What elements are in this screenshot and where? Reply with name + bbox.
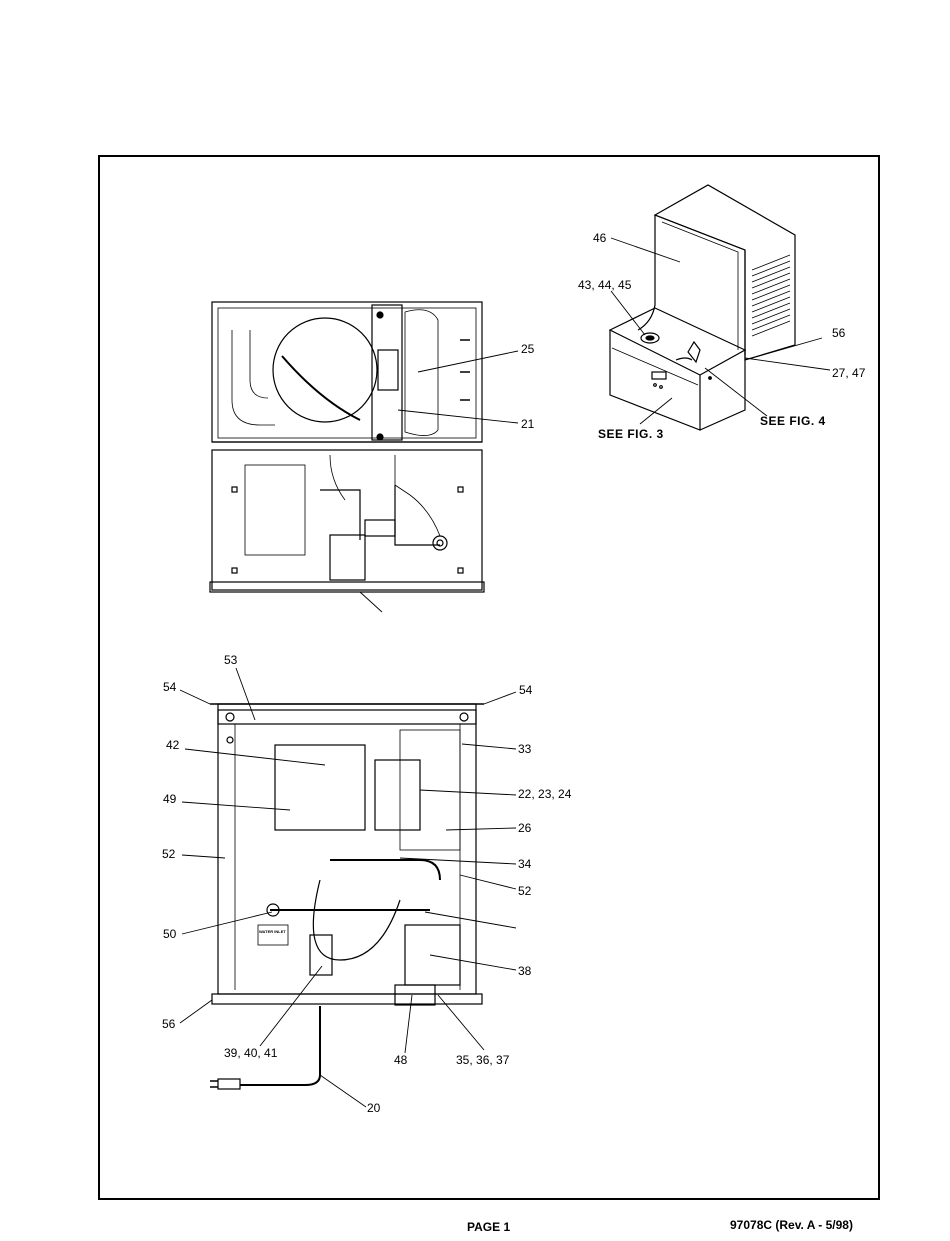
document-number: 97078C (Rev. A - 5/98) bbox=[730, 1218, 853, 1232]
callout-54-left: 54 bbox=[163, 681, 176, 693]
callout-52-right: 52 bbox=[518, 885, 531, 897]
callout-42: 42 bbox=[166, 739, 179, 751]
callout-38: 38 bbox=[518, 965, 531, 977]
callout-27-47: 27, 47 bbox=[832, 367, 865, 379]
callout-25: 25 bbox=[521, 343, 534, 355]
water-inlet-decal: WATER INLET bbox=[259, 930, 286, 934]
callout-26: 26 bbox=[518, 822, 531, 834]
callout-43-44-45: 43, 44, 45 bbox=[578, 279, 631, 291]
callout-22-23-24: 22, 23, 24 bbox=[518, 788, 571, 800]
callout-48: 48 bbox=[394, 1054, 407, 1066]
callout-35-36-37: 35, 36, 37 bbox=[456, 1054, 509, 1066]
leader-lines bbox=[180, 238, 830, 1107]
cooler-isometric bbox=[610, 185, 795, 430]
callout-21: 21 bbox=[521, 418, 534, 430]
callout-34: 34 bbox=[518, 858, 531, 870]
see-fig-3-label: SEE FIG. 3 bbox=[598, 428, 664, 440]
callout-39-40-41: 39, 40, 41 bbox=[224, 1047, 277, 1059]
callout-49: 49 bbox=[163, 793, 176, 805]
page-number: PAGE 1 bbox=[467, 1220, 510, 1234]
front-view-unit bbox=[210, 704, 484, 1089]
callout-20: 20 bbox=[367, 1102, 380, 1114]
callout-50: 50 bbox=[163, 928, 176, 940]
callout-53: 53 bbox=[224, 654, 237, 666]
callout-56-bottom: 56 bbox=[162, 1018, 175, 1030]
top-view-unit bbox=[210, 302, 484, 592]
callout-52-left: 52 bbox=[162, 848, 175, 860]
callout-56-top: 56 bbox=[832, 327, 845, 339]
callout-46: 46 bbox=[593, 232, 606, 244]
callout-54-right: 54 bbox=[519, 684, 532, 696]
see-fig-4-label: SEE FIG. 4 bbox=[760, 415, 826, 427]
callout-33: 33 bbox=[518, 743, 531, 755]
